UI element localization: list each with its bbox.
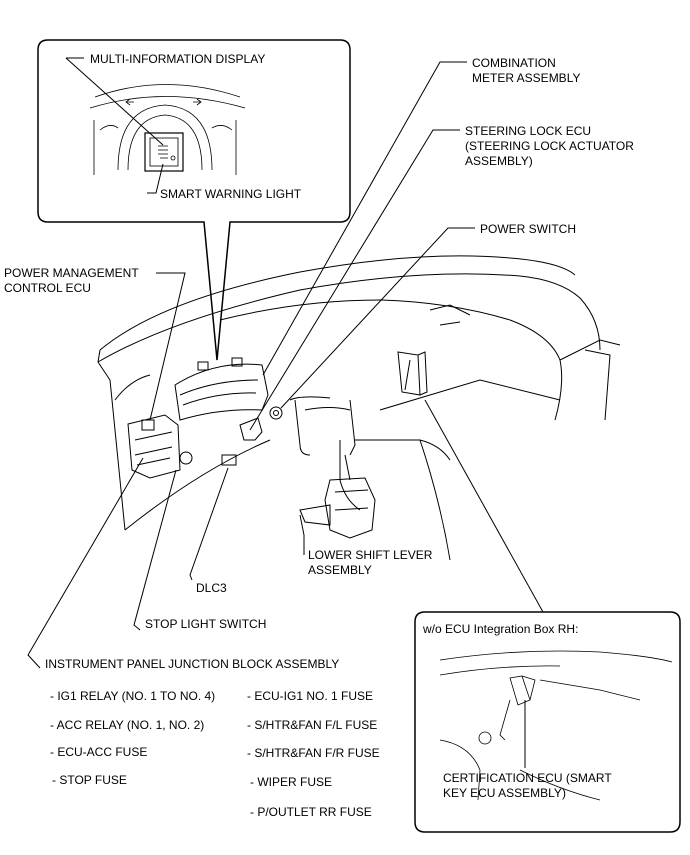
stop-light-switch-drawing: [179, 451, 193, 465]
list-item: - WIPER FUSE: [250, 775, 333, 789]
leader-cert-ecu: [424, 399, 544, 613]
list-item: - IG1 RELAY (NO. 1 TO NO. 4): [50, 689, 216, 703]
list-item: - STOP FUSE: [52, 773, 127, 787]
shift-lever-drawing: [299, 454, 376, 539]
leader-power-mgmt: [149, 272, 186, 421]
power-switch-drawing: [269, 406, 283, 420]
label-steering-lock-ecu: STEERING LOCK ECU (STEERING LOCK ACTUATO…: [465, 124, 634, 168]
label-dlc3: DLC3: [196, 581, 227, 595]
label-power-management-ecu: POWER MANAGEMENT CONTROL ECU: [4, 266, 139, 295]
junction-block-drawing: [127, 414, 181, 479]
leader-power-switch: [280, 227, 475, 409]
leader-junction-block: [27, 457, 144, 669]
list-item: - P/OUTLET RR FUSE: [250, 805, 372, 819]
leader-dlc3: [189, 467, 229, 581]
dashboard-sketch: [97, 255, 621, 561]
cert-ecu-sketch: [439, 650, 673, 801]
callout-box-cert: [414, 611, 681, 833]
label-smart-warning-light: SMART WARNING LIGHT: [160, 187, 302, 201]
label-lower-shift-lever: LOWER SHIFT LEVER ASSEMBLY: [308, 548, 433, 577]
dlc3-drawing: [221, 454, 237, 466]
steering-lock-drawing: [239, 417, 263, 441]
label-certification-ecu: CERTIFICATION ECU (SMART KEY ECU ASSEMBL…: [443, 771, 612, 800]
list-item: - ACC RELAY (NO. 1, NO. 2): [50, 718, 205, 732]
label-ecu-integration-box: w/o ECU Integration Box RH:: [423, 622, 579, 636]
list-item: - ECU-IG1 NO. 1 FUSE: [247, 689, 374, 703]
list-item: - S/HTR&FAN F/R FUSE: [247, 746, 380, 760]
ecu-right-drawing: [397, 351, 428, 396]
leader-stop-light: [133, 469, 177, 631]
meter-cluster-sketch: [89, 84, 246, 175]
list-item: - ECU-ACC FUSE: [50, 745, 148, 759]
label-power-switch: POWER SWITCH: [480, 222, 576, 236]
leader-combination-meter: [262, 61, 467, 376]
label-stop-light-switch: STOP LIGHT SWITCH: [145, 617, 267, 631]
label-combination-meter: COMBINATION METER ASSEMBLY: [472, 56, 581, 85]
label-multi-information-display: MULTI-INFORMATION DISPLAY: [90, 52, 266, 66]
label-junction-block: INSTRUMENT PANEL JUNCTION BLOCK ASSEMBLY: [45, 657, 340, 671]
list-item: - S/HTR&FAN F/L FUSE: [247, 718, 378, 732]
combination-meter-drawing: [174, 357, 269, 421]
leader-lower-shift: [299, 514, 305, 555]
leader-steering-lock: [249, 129, 460, 431]
